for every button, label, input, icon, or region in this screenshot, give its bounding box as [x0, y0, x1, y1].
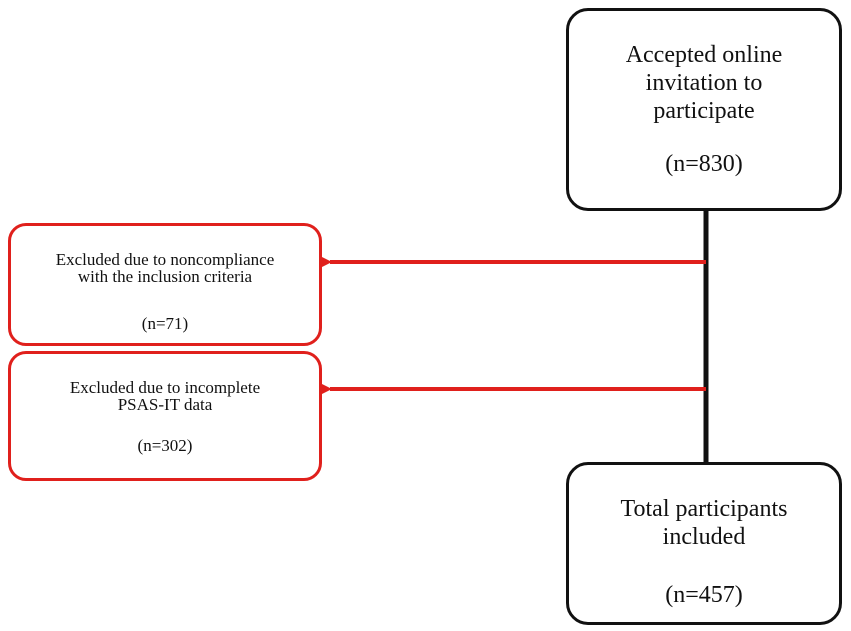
total-line-1: Total participants	[620, 496, 788, 522]
noncompliance-line-2: with the inclusion criteria	[77, 267, 253, 286]
incomplete-count: (n=302)	[137, 436, 193, 455]
accepted-line-1: Accepted online	[625, 42, 783, 68]
excluded-incomplete-box: Excluded due to incomplete PSAS-IT data …	[8, 351, 322, 481]
incomplete-line-2: PSAS-IT data	[117, 395, 213, 414]
accepted-line-2: invitation to	[645, 70, 763, 96]
noncompliance-count: (n=71)	[141, 314, 189, 333]
accepted-box: Accepted online invitation to participat…	[566, 8, 842, 211]
accepted-line-3: participate	[653, 98, 755, 124]
excluded-noncompliance-box: Excluded due to noncompliance with the i…	[8, 223, 322, 346]
total-count: (n=457)	[665, 582, 743, 608]
accepted-count: (n=830)	[665, 151, 743, 177]
incomplete-line-1: Excluded due to incomplete	[69, 378, 261, 397]
noncompliance-line-1: Excluded due to noncompliance	[55, 250, 275, 269]
total-line-2: included	[662, 524, 746, 550]
total-box: Total participants included (n=457)	[566, 462, 842, 625]
